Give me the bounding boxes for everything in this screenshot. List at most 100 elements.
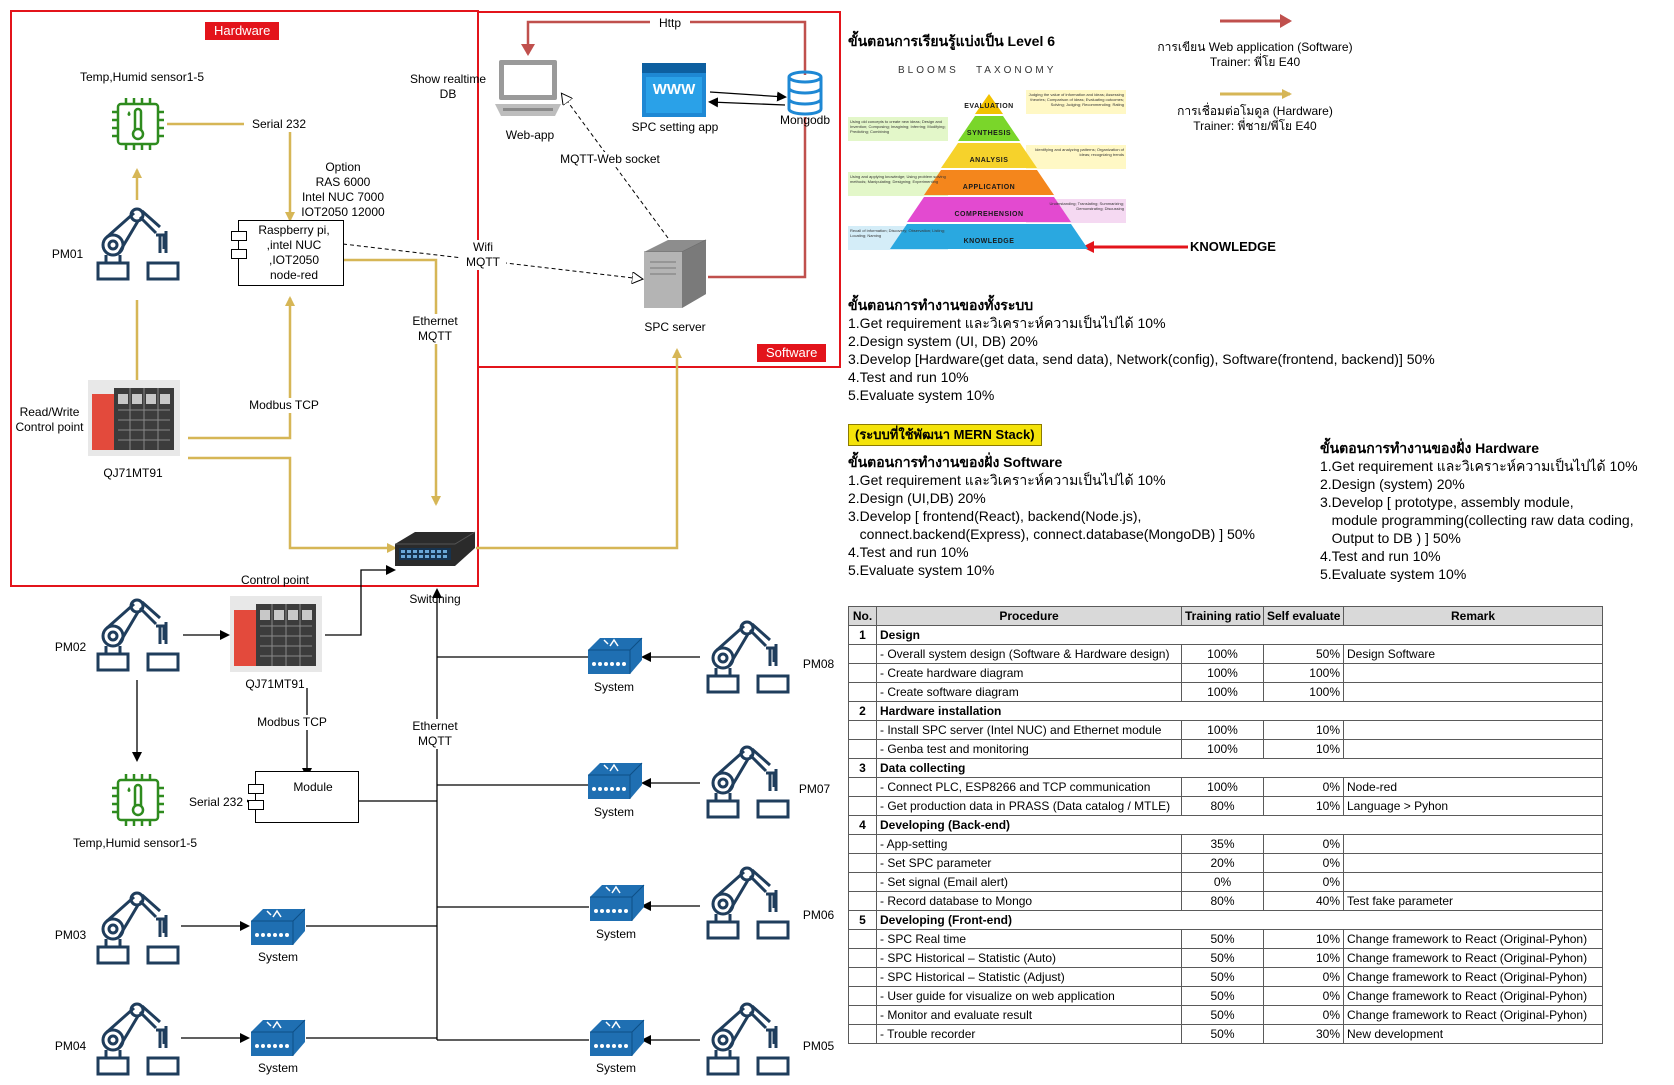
router-icon — [588, 883, 646, 923]
blooms-pyramid: EVALUATION SYNTHESIS ANALYSIS APPLICATIO… — [848, 86, 1130, 254]
remark-cell — [1343, 720, 1603, 740]
training-cell: 100% — [1181, 777, 1264, 797]
robot-arm-icon — [704, 998, 792, 1078]
training-cell: 50% — [1181, 967, 1264, 987]
training-cell: 100% — [1181, 739, 1264, 759]
mqtt-websocket-label: MQTT-Web socket — [558, 152, 662, 167]
procedure-cell: - SPC Historical – Statistic (Auto) — [876, 948, 1182, 968]
self-cell: 0% — [1263, 872, 1344, 892]
remark-cell: Node-red — [1343, 777, 1603, 797]
self-cell: 0% — [1263, 834, 1344, 854]
pyramid-level-knowledge: KNOWLEDGE — [963, 238, 1015, 245]
procedure-cell: - SPC Historical – Statistic (Adjust) — [876, 967, 1182, 987]
hardware-step: module programming(collecting raw data c… — [1320, 512, 1634, 528]
modbus-label-bottom: Modbus TCP — [253, 715, 331, 730]
read-write-label: Read/Write Control point — [15, 405, 84, 434]
self-cell: 100% — [1263, 682, 1344, 702]
remark-cell: Change framework to React (Original-Pyho… — [1343, 1005, 1603, 1025]
http-label: Http — [650, 16, 690, 31]
remark-cell: Change framework to React (Original-Pyho… — [1343, 986, 1603, 1006]
module-component[interactable]: Module — [248, 771, 359, 823]
pm02-label: PM02 — [54, 640, 87, 654]
ethernet-mqtt-top-label: Ethernet MQTT — [405, 314, 465, 344]
procedure-cell: - User guide for visualize on web applic… — [876, 986, 1182, 1006]
remark-cell — [1343, 853, 1603, 873]
remark-cell — [1343, 834, 1603, 854]
header-self-evaluate: Self evaluate — [1263, 606, 1344, 626]
temp-sensor-label-bottom: Temp,Humid sensor1-5 — [72, 836, 198, 850]
self-cell: 10% — [1263, 929, 1344, 949]
computer-icon[interactable] — [495, 58, 561, 122]
thermometer-chip-icon — [108, 770, 168, 830]
gateway-component[interactable]: Raspberry pi, ,intel NUC ,IOT2050 node-r… — [231, 220, 344, 286]
software-steps-title: ขั้นตอนการทำงานของฝั่ง Software — [848, 454, 1063, 470]
pm01-label: PM01 — [51, 247, 84, 261]
procedure-cell: - Set SPC parameter — [876, 853, 1182, 873]
remark-cell: Language > Pyhon — [1343, 796, 1603, 816]
system-step: 3.Develop [Hardware(get data, send data)… — [848, 351, 1435, 367]
remark-cell: Change framework to React (Original-Pyho… — [1343, 967, 1603, 987]
training-cell: 80% — [1181, 796, 1264, 816]
system-step: 4.Test and run 10% — [848, 369, 969, 385]
router-icon — [249, 907, 307, 947]
header-remark: Remark — [1343, 606, 1603, 626]
hardware-step: 1.Get requirement และวิเคราะห์ความเป็นไป… — [1320, 458, 1638, 474]
pm08-label: PM08 — [802, 657, 835, 671]
serial-label-top: Serial 232 — [244, 117, 314, 132]
server-icon[interactable] — [640, 236, 710, 312]
training-cell: 100% — [1181, 720, 1264, 740]
self-cell: 10% — [1263, 739, 1344, 759]
gateway-label: Raspberry pi, ,intel NUC ,IOT2050 node-r… — [258, 223, 330, 282]
section-title: Data collecting — [876, 758, 1603, 778]
training-cell: 80% — [1181, 891, 1264, 911]
database-icon[interactable] — [785, 70, 825, 116]
plc-label-bottom: QJ71MT91 — [245, 677, 305, 691]
router-icon — [586, 761, 644, 801]
system-label: System — [593, 805, 634, 819]
software-tag: Software — [757, 344, 827, 362]
training-cell: 50% — [1181, 1005, 1264, 1025]
header-training-ratio: Training ratio — [1181, 606, 1264, 626]
robot-arm-icon — [704, 862, 792, 942]
procedure-cell: - Monitor and evaluate result — [876, 1005, 1182, 1025]
training-cell: 50% — [1181, 929, 1264, 949]
pyramid-level-evaluation: EVALUATION — [964, 103, 1014, 110]
router-icon — [586, 636, 644, 676]
training-cell: 100% — [1181, 663, 1264, 683]
plc-label-top: QJ71MT91 — [103, 466, 163, 480]
robot-arm-icon — [94, 203, 182, 283]
pm03-label: PM03 — [54, 928, 87, 942]
self-cell: 40% — [1263, 891, 1344, 911]
self-cell: 0% — [1263, 1005, 1344, 1025]
router-icon — [588, 1018, 646, 1058]
procedure-cell: - Create hardware diagram — [876, 663, 1182, 683]
section-no: 2 — [848, 701, 877, 721]
self-cell: 10% — [1263, 720, 1344, 740]
learning-title: ขั้นตอนการเรียนรู้แบ่งเป็น Level 6 — [848, 33, 1056, 49]
training-cell: 100% — [1181, 682, 1264, 702]
table-row: - Connect PLC, ESP8266 and TCP communica… — [848, 777, 1603, 797]
hardware-step: 5.Evaluate system 10% — [1320, 566, 1467, 582]
section-no: 4 — [848, 815, 877, 835]
router-icon — [249, 1018, 307, 1058]
training-cell: 0% — [1181, 872, 1264, 892]
training-cell: 20% — [1181, 853, 1264, 873]
pyramid-level-comprehension: COMPREHENSION — [954, 211, 1024, 218]
self-cell: 0% — [1263, 777, 1344, 797]
www-browser-icon[interactable]: WWW — [642, 63, 706, 117]
robot-arm-icon — [94, 998, 182, 1078]
table-row: - Overall system design (Software & Hard… — [848, 644, 1603, 664]
procedure-cell: - SPC Real time — [876, 929, 1182, 949]
procedure-cell: - Trouble recorder — [876, 1024, 1182, 1044]
training-cell: 35% — [1181, 834, 1264, 854]
self-cell: 30% — [1263, 1024, 1344, 1044]
software-step: connect.backend(Express), connect.databa… — [848, 526, 1255, 542]
procedure-cell: - Create software diagram — [876, 682, 1182, 702]
